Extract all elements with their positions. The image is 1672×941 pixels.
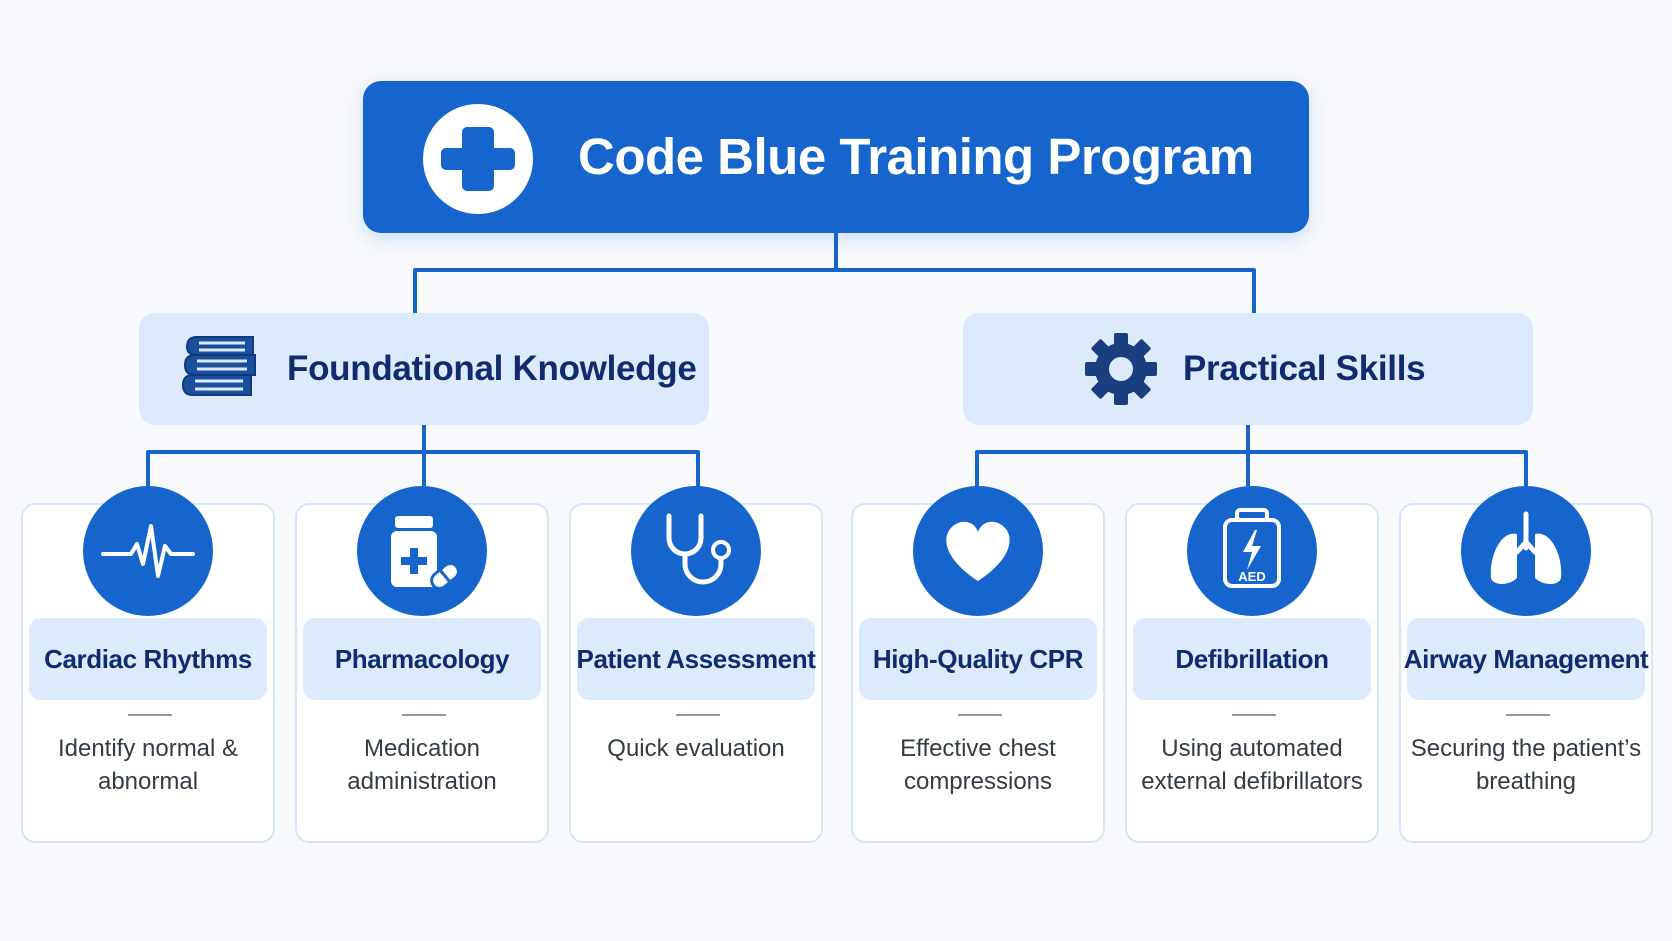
stethoscope-icon xyxy=(631,486,761,616)
module-description: Medication administration xyxy=(347,735,497,795)
divider xyxy=(1232,714,1276,716)
gear-icon xyxy=(1076,333,1166,405)
foundational-connector xyxy=(146,425,700,503)
program-title: Code Blue Training Program xyxy=(578,128,1254,185)
heart-icon xyxy=(913,486,1043,616)
practical-connector xyxy=(975,425,1528,503)
module-description: Securing the patient’s breathing xyxy=(1410,735,1642,795)
module-title: High-Quality CPR xyxy=(859,618,1097,700)
lungs-icon xyxy=(1461,486,1591,616)
module-title: Defibrillation xyxy=(1133,618,1371,700)
category-title: Foundational Knowledge xyxy=(287,349,697,388)
module-description: Using automated external defibrillators xyxy=(1141,735,1363,795)
module-description: Quick evaluation xyxy=(607,735,785,762)
books-icon xyxy=(175,333,265,405)
divider xyxy=(1506,714,1550,716)
category-title: Practical Skills xyxy=(1183,349,1426,388)
medical-cross-icon xyxy=(423,104,533,214)
aed-label: AED xyxy=(1238,569,1265,584)
category-practical-skills: Practical Skills xyxy=(963,313,1533,425)
heartbeat-icon xyxy=(83,486,213,616)
divider xyxy=(128,714,172,716)
program-header: Code Blue Training Program xyxy=(363,81,1309,233)
module-title: Patient Assessment xyxy=(577,618,816,700)
module-description: Identify normal & abnormal xyxy=(57,735,239,795)
module-description: Effective chest compressions xyxy=(900,735,1056,795)
category-foundational-knowledge: Foundational Knowledge xyxy=(139,313,709,425)
module-title: Airway Management xyxy=(1404,618,1649,700)
divider xyxy=(402,714,446,716)
divider xyxy=(958,714,1002,716)
medicine-bottle-icon xyxy=(357,486,487,616)
root-connector xyxy=(413,233,1256,313)
module-title: Cardiac Rhythms xyxy=(29,618,267,700)
module-card-pharmacology: Pharmacology Medication administration xyxy=(295,503,549,843)
divider xyxy=(676,714,720,716)
module-title: Pharmacology xyxy=(303,618,541,700)
aed-icon: AED xyxy=(1187,486,1317,616)
